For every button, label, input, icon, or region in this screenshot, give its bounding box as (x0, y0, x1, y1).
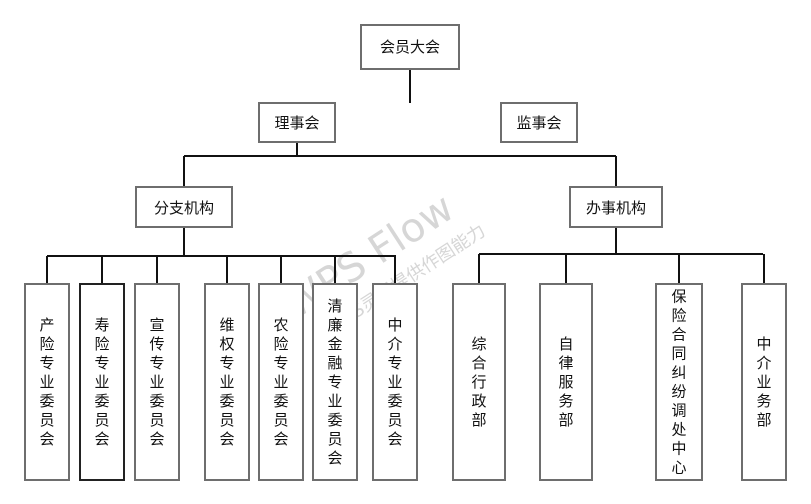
node-root: 会员大会 (360, 24, 460, 70)
office-child-box (655, 283, 703, 481)
node-root-label: 会员大会 (380, 38, 440, 56)
branch-child-box (204, 283, 250, 481)
branch-child-label: 宣传专业委员会 (149, 316, 164, 448)
branch-child-label: 农险专业委员会 (273, 316, 288, 448)
node-branch-label: 分支机构 (154, 199, 214, 217)
branch-child-label: 维权专业委员会 (219, 316, 234, 448)
node-office: 办事机构 (569, 186, 663, 228)
connectors (47, 69, 763, 257)
node-supervisory: 监事会 (500, 102, 578, 143)
node-supervisory-box (500, 102, 578, 143)
branch-child-box (372, 283, 418, 481)
office-child-box (741, 283, 787, 481)
office-child-label: 综合行政部 (471, 335, 486, 429)
office-child-label: 中介业务部 (756, 335, 771, 429)
office-child-box (452, 283, 506, 481)
branch-child-box (79, 283, 125, 481)
branch-child-box (134, 283, 180, 481)
node-root-box (360, 24, 460, 70)
office-child-label: 保险合同纠纷调处中心 (671, 288, 686, 477)
node-office-box (569, 186, 663, 228)
node-council-box (258, 102, 336, 143)
branch-child-box (312, 283, 358, 481)
branch-child-label: 产险专业委员会 (39, 316, 54, 448)
branch-child-label: 中介专业委员会 (387, 316, 402, 448)
node-supervisory-label: 监事会 (516, 114, 561, 132)
branch-child-box (24, 283, 70, 481)
branch-child-label: 清廉金融专业委员会 (327, 297, 342, 467)
leaf-nodes: 产险专业委员会 寿险专业委员会 宣传专业委员会 维权专业委员会 农险专业委员会 清廉金融专… (24, 254, 787, 481)
node-branch-box (135, 186, 233, 228)
office-child-box (539, 283, 593, 481)
branch-child-box (258, 283, 304, 481)
node-branch: 分支机构 (135, 186, 233, 228)
branch-child-label: 寿险专业委员会 (94, 316, 109, 448)
node-council-label: 理事会 (274, 114, 319, 132)
node-council: 理事会 (258, 102, 336, 143)
office-child-label: 自律服务部 (558, 335, 573, 429)
node-office-label: 办事机构 (586, 199, 646, 217)
